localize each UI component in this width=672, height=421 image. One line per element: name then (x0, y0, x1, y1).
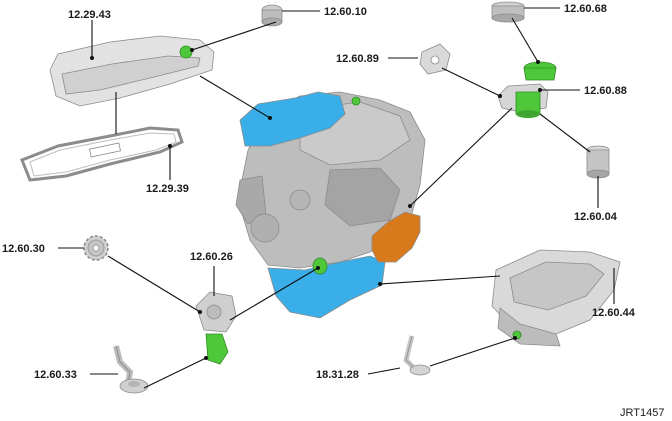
label-12-60-44: 12.60.44 (592, 307, 636, 319)
label-12-60-68: 12.60.68 (564, 3, 607, 15)
camshaft-cover-fitted (239, 91, 346, 147)
oil-pan-fitted (267, 255, 386, 319)
oil-pump-sprocket (83, 235, 109, 261)
oil-pressure-switch-fitted (312, 257, 328, 275)
camshaft-cover-gasket (20, 126, 184, 182)
oil-filter-housing (497, 61, 557, 118)
label-12-29-43: 12.29.43 (68, 9, 111, 21)
oil-filter-element (491, 1, 525, 23)
oil-filler-cap-fitted (351, 96, 361, 106)
label-12-60-88: 12.60.88 (584, 85, 627, 97)
oil-pan (491, 249, 621, 347)
oil-filter-housing-fitted (371, 211, 421, 263)
oil-filler-cap-on-cover (179, 45, 193, 59)
oil-filter-cartridge (586, 145, 610, 179)
label-12-60-26: 12.60.26 (190, 251, 233, 263)
label-12-60-33: 12.60.33 (34, 369, 77, 381)
oil-filler-cap (261, 4, 283, 27)
label-12-60-30: 12.60.30 (2, 243, 45, 255)
oil-level-sensor (403, 335, 431, 376)
label-12-60-10: 12.60.10 (324, 6, 367, 18)
oil-pickup-pipe (113, 345, 149, 394)
reference-code: JRT1457 (620, 407, 664, 419)
label-18-31-28: 18.31.28 (316, 369, 359, 381)
label-12-60-04: 12.60.04 (574, 211, 618, 223)
leader-dots (90, 48, 542, 360)
camshaft-cover (49, 35, 215, 107)
leader-lines (58, 7, 615, 389)
label-12-60-89: 12.60.89 (336, 53, 379, 65)
label-12-29-39: 12.29.39 (146, 183, 189, 195)
oil-pump (195, 291, 237, 365)
